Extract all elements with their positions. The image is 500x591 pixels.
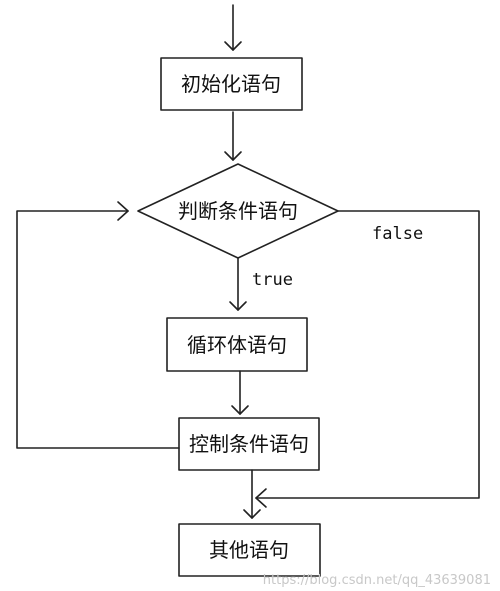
watermark: https://blog.csdn.net/qq_43639081 xyxy=(263,573,491,588)
true-edge-label: true xyxy=(252,270,293,290)
other-label: 其他语句 xyxy=(209,538,289,562)
false-branch-line xyxy=(255,210,480,508)
init-box xyxy=(160,57,303,111)
control-box xyxy=(178,417,320,471)
loop-back-line xyxy=(16,201,180,449)
arrow-condition-to-body xyxy=(229,257,247,311)
init-label: 初始化语句 xyxy=(181,72,281,96)
entry-arrow xyxy=(224,4,242,51)
other-box xyxy=(178,523,321,577)
condition-label: 判断条件语句 xyxy=(178,199,298,223)
arrow-init-to-condition xyxy=(224,111,242,161)
false-edge-label: false xyxy=(372,224,423,244)
loop-body-box xyxy=(166,317,308,372)
control-label: 控制条件语句 xyxy=(189,432,309,456)
arrow-body-to-control xyxy=(231,370,249,415)
arrow-control-to-other xyxy=(243,469,261,519)
loop-body-label: 循环体语句 xyxy=(187,333,287,357)
